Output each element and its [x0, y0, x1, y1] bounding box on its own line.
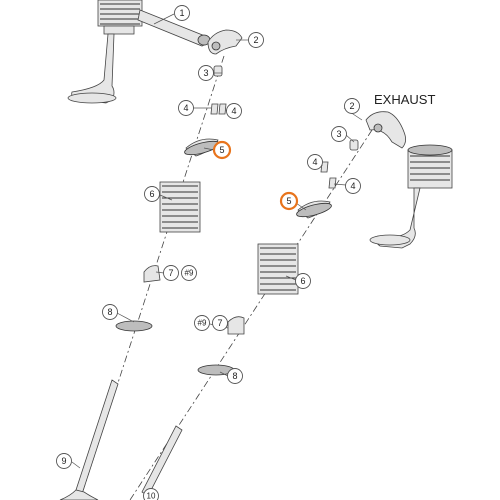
intake-keepers — [210, 103, 227, 115]
callout-intake-5-highlighted: 5 — [212, 140, 232, 160]
exhaust-valve-seal — [227, 316, 245, 335]
svg-text:8: 8 — [107, 307, 112, 317]
svg-text:3: 3 — [336, 129, 341, 139]
svg-text:5: 5 — [219, 145, 224, 155]
callout-intake-8: 8 — [102, 304, 118, 320]
svg-text:10: 10 — [147, 492, 156, 500]
exhaust-valve-spring — [257, 243, 299, 295]
rocker-arm-exhaust — [365, 111, 406, 149]
exhaust-spring-retainer — [296, 200, 332, 219]
svg-text:1: 1 — [179, 8, 184, 18]
svg-text:5: 5 — [286, 196, 291, 206]
intake-valve-spring — [159, 181, 201, 233]
svg-text:9: 9 — [61, 456, 66, 466]
svg-text:4: 4 — [312, 157, 317, 167]
svg-text:6: 6 — [300, 276, 305, 286]
callout-intake-4a: 4 — [178, 100, 194, 116]
exhaust-valve-lash-cap — [349, 139, 359, 151]
svg-text:2: 2 — [253, 35, 258, 45]
leader-lines — [71, 13, 363, 495]
rocker-arm-intake — [207, 29, 243, 55]
callout-intake-9: 9 — [56, 453, 72, 469]
exhaust-section-label: EXHAUST — [374, 92, 435, 107]
svg-text:3: 3 — [203, 68, 208, 78]
svg-text:2: 2 — [349, 101, 354, 111]
svg-text:7: 7 — [168, 268, 173, 278]
intake-valve-seal — [143, 265, 161, 283]
intake-spring-seat — [115, 320, 153, 332]
svg-text:4: 4 — [183, 103, 188, 113]
callout-exhaust-6: 6 — [295, 273, 311, 289]
callout-intake-3: 3 — [198, 65, 214, 81]
callout-intake-6: 6 — [144, 186, 160, 202]
intake-valve-lash-cap — [213, 65, 223, 77]
callout-exhaust-8: 8 — [227, 368, 243, 384]
svg-text:4: 4 — [231, 106, 236, 116]
callout-intake-9-ref: #9 — [181, 265, 197, 281]
intake-valve-top — [67, 33, 117, 104]
callout-exhaust-10: 10 — [143, 488, 159, 500]
svg-text:7: 7 — [217, 318, 222, 328]
callout-exhaust-9-ref: #9 — [194, 315, 210, 331]
exhaust-valve-top — [369, 187, 421, 249]
svg-text:#9: #9 — [185, 269, 194, 278]
exhaust-spring-top — [407, 144, 453, 189]
callout-exhaust-3: 3 — [331, 126, 347, 142]
svg-text:#9: #9 — [198, 319, 207, 328]
svg-text:8: 8 — [232, 371, 237, 381]
callout-exhaust-2: 2 — [344, 98, 360, 114]
intake-spring-top — [97, 0, 143, 35]
callout-intake-1: 1 — [174, 5, 190, 21]
exhaust-centerline — [129, 129, 373, 500]
callout-exhaust-4a: 4 — [307, 154, 323, 170]
rocker-shaft — [137, 9, 211, 47]
exhaust-valve — [141, 425, 183, 497]
callout-intake-2: 2 — [248, 32, 264, 48]
callout-intake-4b: 4 — [226, 103, 242, 119]
intake-centerline — [79, 55, 225, 500]
callout-exhaust-5-highlighted: 5 — [279, 191, 299, 211]
svg-text:4: 4 — [350, 181, 355, 191]
callout-intake-7: 7 — [163, 265, 179, 281]
exhaust-keepers — [320, 161, 337, 189]
svg-text:6: 6 — [149, 189, 154, 199]
callout-exhaust-7: 7 — [212, 315, 228, 331]
callout-exhaust-4b: 4 — [345, 178, 361, 194]
intake-valve — [59, 379, 119, 500]
